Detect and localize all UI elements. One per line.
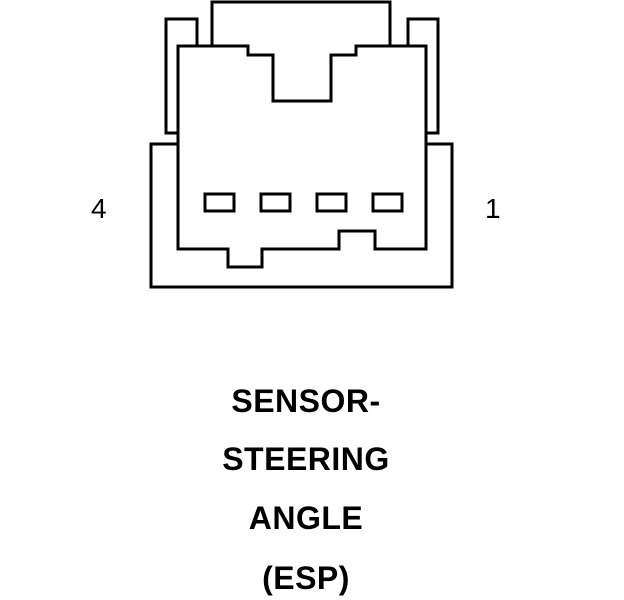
component-name-line-1: SENSOR-	[231, 383, 381, 419]
pin-cavity-4	[203, 192, 236, 213]
pin-cavity-3	[259, 192, 292, 213]
pin-cavity-1	[371, 192, 404, 213]
pin-4-label: 4	[91, 193, 107, 224]
pin-cavity-2	[315, 192, 348, 213]
component-name-line-3: ANGLE	[248, 500, 364, 536]
pin-1-label: 1	[485, 193, 501, 224]
connector-top-lock-tab	[210, 0, 392, 46]
connector-left-latch	[164, 17, 199, 135]
connector-outer-shroud	[149, 142, 454, 289]
connector-inner-body	[176, 44, 428, 269]
pin-cavities	[203, 192, 404, 213]
connector-right-latch	[406, 17, 440, 135]
component-name-line-2: STEERING	[222, 441, 390, 477]
component-name-line-4: (ESP)	[262, 560, 350, 596]
